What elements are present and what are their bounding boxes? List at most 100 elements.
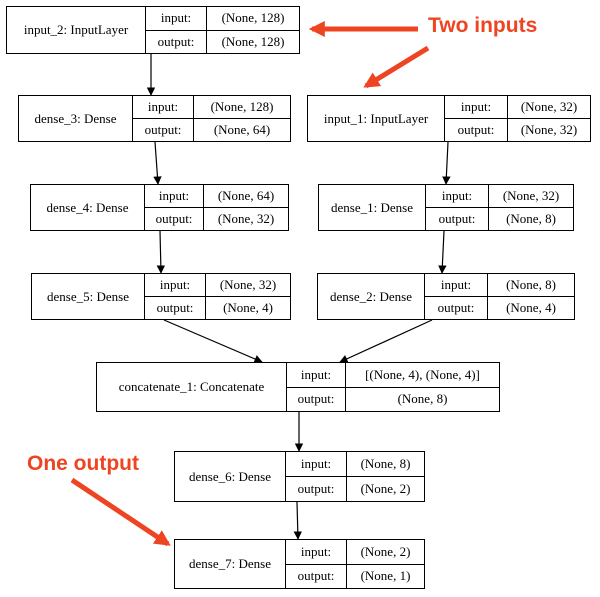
output-label: output:	[286, 564, 347, 588]
input-shape: (None, 128)	[210, 99, 274, 114]
input-label: input:	[145, 185, 204, 207]
layer-ports: input: (None, 8) output: (None, 2)	[286, 452, 424, 501]
input-row: input: (None, 128)	[133, 96, 290, 118]
output-shape: (None, 4)	[506, 300, 556, 315]
layer-name: dense_7: Dense	[175, 540, 286, 588]
output-shape: (None, 8)	[397, 391, 448, 407]
output-shape: (None, 8)	[506, 211, 556, 226]
edge-dense_4-to-dense_5	[156, 230, 166, 274]
layer-name: input_2: InputLayer	[7, 7, 146, 53]
output-label: output:	[133, 119, 194, 141]
layer-ports: input: (None, 32) output: (None, 8)	[426, 185, 573, 230]
input-shape: (None, 128)	[221, 10, 285, 26]
layer-ports: input: (None, 2) output: (None, 1)	[286, 540, 424, 588]
input-label: input:	[286, 452, 347, 476]
input-row: input: (None, 8)	[425, 274, 574, 296]
output-shape: (None, 64)	[213, 122, 271, 137]
output-shape: (None, 32)	[520, 122, 578, 137]
output-row: output: (None, 2)	[286, 476, 424, 501]
output-label: output:	[146, 30, 207, 53]
edge-dense_2-to-concatenate_1	[339, 319, 433, 363]
layer-ports: input:[(None, 4), (None, 4)]output: (None…	[287, 363, 499, 411]
input-row: input: (None, 64)	[145, 185, 288, 207]
output-label: output:	[445, 119, 508, 141]
edge-dense_5-to-concatenate_1	[163, 319, 263, 363]
two-inputs-arrow-down	[363, 45, 430, 89]
output-label: output:	[145, 208, 204, 230]
layer-ports: input: (None, 32) output: (None, 32)	[445, 96, 590, 141]
output-row: output: (None, 8)	[287, 386, 499, 411]
layer-name: concatenate_1: Concatenate	[97, 363, 287, 411]
output-row: output: (None, 128)	[146, 29, 299, 53]
layer-ports: input: (None, 128) output: (None, 64)	[133, 96, 290, 141]
output-label: output:	[426, 208, 489, 230]
input-row: input: (None, 32)	[426, 185, 573, 207]
input-label: input:	[286, 540, 347, 564]
input-shape: (None, 8)	[506, 277, 556, 292]
output-label: output:	[286, 477, 347, 501]
output-shape: (None, 32)	[217, 211, 275, 226]
input-row: input:[(None, 4), (None, 4)]	[287, 363, 499, 387]
layer-ports: input: (None, 8) output: (None, 4)	[425, 274, 574, 319]
input-label: input:	[425, 274, 488, 296]
output-shape: (None, 128)	[221, 33, 285, 49]
input-shape: (None, 32)	[502, 188, 560, 203]
one-output-annotation: One output	[27, 452, 139, 475]
input-shape: (None, 8)	[360, 456, 411, 471]
input-row: input: (None, 128)	[146, 7, 299, 30]
output-row: output: (None, 8)	[426, 207, 573, 230]
output-row: output: (None, 32)	[445, 118, 590, 141]
layer-ports: input: (None, 32) output: (None, 4)	[145, 274, 290, 319]
output-label: output:	[287, 387, 346, 411]
output-row: output: (None, 1)	[286, 563, 424, 588]
edge-dense_1-to-dense_2	[438, 230, 447, 274]
output-shape: (None, 2)	[360, 481, 411, 496]
output-label: output:	[425, 297, 488, 319]
input-label: input:	[145, 274, 206, 296]
edge-input_1-to-dense_1	[442, 141, 451, 185]
layer-name: dense_5: Dense	[32, 274, 145, 319]
input-row: input: (None, 2)	[286, 540, 424, 564]
input-row: input: (None, 32)	[445, 96, 590, 118]
two-inputs-annotation: Two inputs	[428, 14, 538, 37]
output-row: output: (None, 64)	[133, 118, 290, 141]
edge-dense_6-to-dense_7	[293, 501, 302, 540]
input-label: input:	[146, 7, 207, 30]
input-label: input:	[445, 96, 508, 118]
output-label: output:	[145, 297, 206, 319]
layer-name: dense_3: Dense	[19, 96, 133, 141]
output-row: output: (None, 32)	[145, 207, 288, 230]
input-shape: (None, 64)	[217, 188, 275, 203]
input-shape: (None, 2)	[360, 543, 411, 559]
output-row: output: (None, 4)	[425, 296, 574, 319]
layer-ports: input: (None, 64) output: (None, 32)	[145, 185, 288, 230]
input-shape: (None, 32)	[520, 99, 578, 114]
input-label: input:	[426, 185, 489, 207]
layer-name: input_1: InputLayer	[308, 96, 445, 141]
edge-dense_3-to-dense_4	[153, 141, 162, 185]
one-output-arrow	[70, 477, 171, 547]
input-row: input: (None, 32)	[145, 274, 290, 296]
output-shape: (None, 4)	[223, 300, 273, 315]
input-label: input:	[133, 96, 194, 118]
layer-name: dense_2: Dense	[318, 274, 425, 319]
layer-ports: input: (None, 128) output: (None, 128)	[146, 7, 299, 53]
layer-name: dense_4: Dense	[31, 185, 145, 230]
input-shape: [(None, 4), (None, 4)]	[365, 366, 480, 382]
layer-name: dense_6: Dense	[175, 452, 286, 501]
input-shape: (None, 32)	[219, 277, 277, 292]
output-row: output: (None, 4)	[145, 296, 290, 319]
input-row: input: (None, 8)	[286, 452, 424, 476]
output-shape: (None, 1)	[360, 568, 411, 584]
